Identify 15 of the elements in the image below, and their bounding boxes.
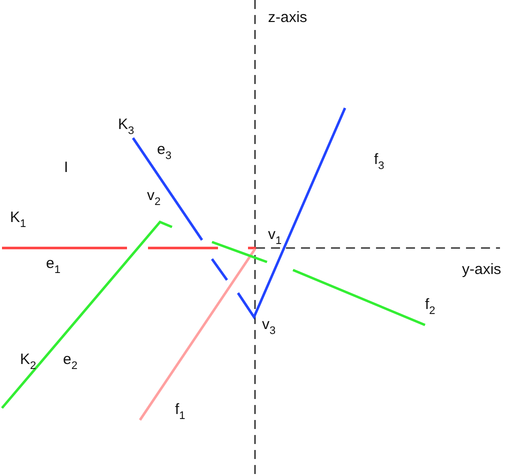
axis-label: v$_{1}$	[268, 227, 282, 247]
axis-label: K$_{1}$	[10, 210, 26, 230]
axis-label: e$_{1}$	[46, 256, 60, 276]
axis-label: f$_{2}$	[425, 297, 436, 317]
axis-label: z-axis	[268, 10, 308, 25]
axis-label: f$_{1}$	[175, 402, 186, 422]
axis-label: e$_{3}$	[157, 142, 172, 162]
axis-label: y-axis	[462, 262, 502, 277]
axis-label: I	[64, 160, 68, 175]
axis-label: v$_{3}$	[262, 317, 276, 337]
axis-label: v$_{2}$	[147, 188, 161, 208]
axis-label: K$_{2}$	[20, 352, 36, 372]
axis-label: e$_{2}$	[63, 352, 78, 372]
axis-label: f$_{3}$	[374, 152, 384, 172]
axis-label: K$_{3}$	[118, 117, 134, 137]
